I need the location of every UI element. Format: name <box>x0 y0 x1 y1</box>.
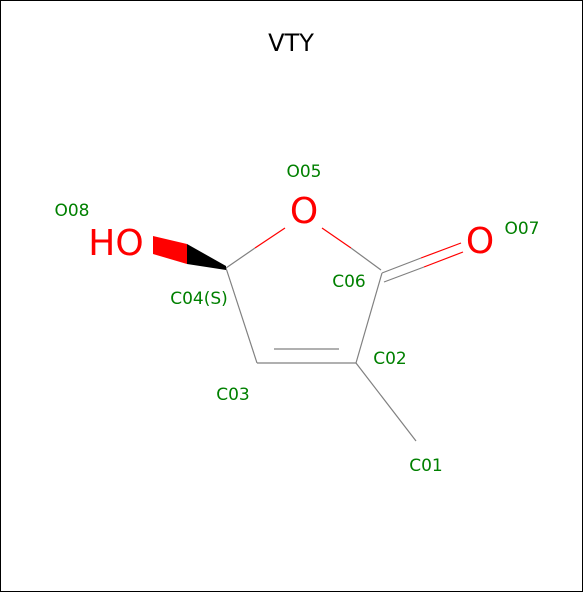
wedge-bond-c04-o08-red <box>153 236 187 264</box>
atom-label-o05: O05 <box>286 162 321 182</box>
bond-o05-c06-b <box>350 247 382 271</box>
wedge-bond-c04-o08-black <box>187 244 226 270</box>
atom-label-c01: C01 <box>409 456 443 476</box>
symbol-o08: HO <box>88 223 143 264</box>
bond-c06-c02 <box>355 272 383 364</box>
atom-label-c04: C04(S) <box>170 289 228 309</box>
bond-c04-o05-b <box>254 227 286 249</box>
molecule-title: VTY <box>268 29 314 57</box>
atom-label-c03: C03 <box>216 385 250 405</box>
bond-c03-c04 <box>225 267 258 364</box>
atom-label-c06: C06 <box>332 272 366 292</box>
bond-o05-c06-a <box>321 227 352 249</box>
bond-c06-o07-outer-red <box>420 242 462 259</box>
atom-label-c02: C02 <box>373 349 407 369</box>
bond-c02-c01 <box>355 362 417 442</box>
bond-c06-o07-inner-grey <box>383 266 425 283</box>
bond-c06-o07-outer-grey <box>381 257 422 274</box>
atom-labels: O05 O07 O08 C06 C04(S) C02 C03 C01 <box>54 162 539 476</box>
atom-label-o08: O08 <box>54 201 89 221</box>
bond-c06-o07-inner-red <box>423 251 464 268</box>
bonds <box>225 227 464 442</box>
bond-c04-o05-a <box>225 247 256 269</box>
atom-label-o07: O07 <box>504 219 539 239</box>
symbol-o07: O <box>466 221 494 262</box>
symbol-o05: O <box>290 191 318 232</box>
